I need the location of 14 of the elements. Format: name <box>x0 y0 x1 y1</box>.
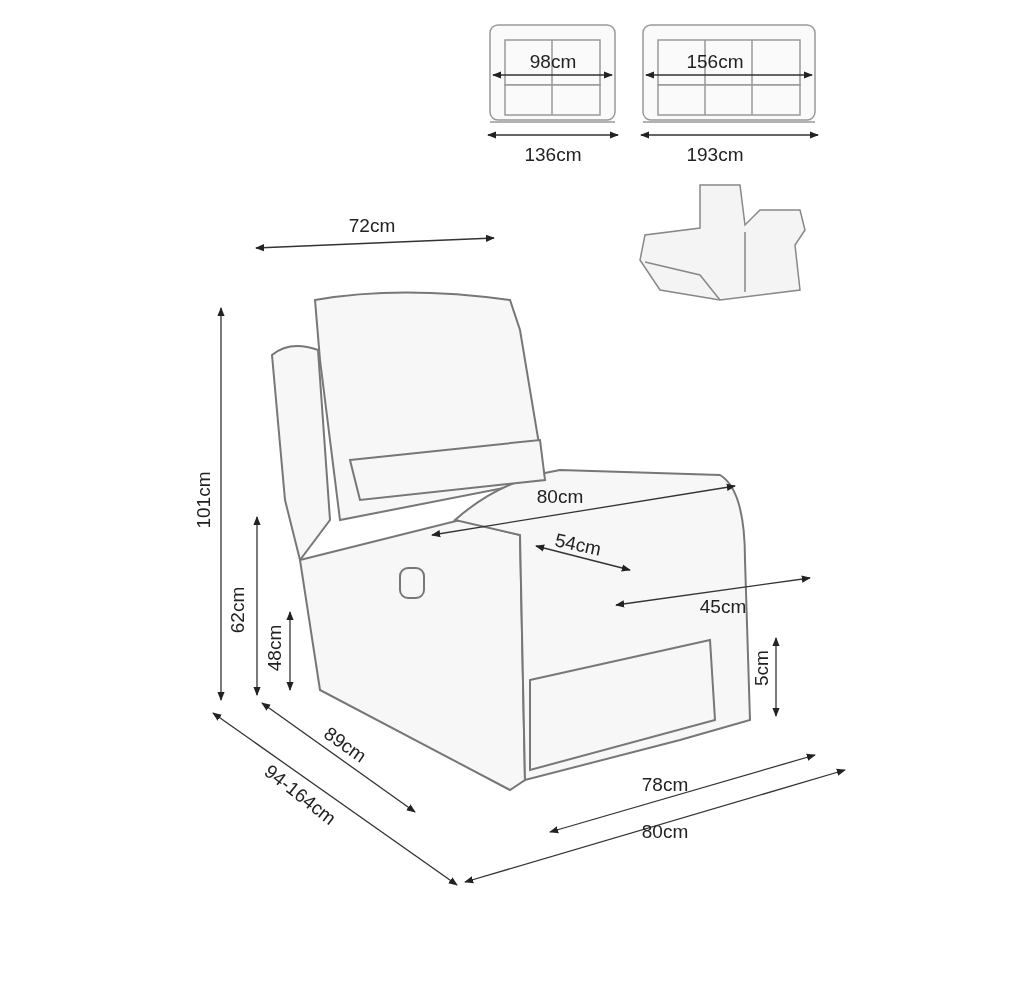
dimension-label: 72cm <box>348 215 396 237</box>
dimension-label: 54cm <box>553 529 603 561</box>
dimension-label: 98cm <box>529 51 577 73</box>
dimension-label: 80cm <box>641 821 689 843</box>
dimension-label: 48cm <box>264 624 286 672</box>
dimension-label: 78cm <box>641 774 689 796</box>
dimension-label: 101cm <box>193 471 215 529</box>
dimension-label: 193cm <box>686 144 744 166</box>
dimension-label: 5cm <box>751 650 773 686</box>
dimension-label: 45cm <box>699 596 747 618</box>
dimension-label: 156cm <box>686 51 744 73</box>
dimension-label: 62cm <box>227 586 249 634</box>
dimension-label: 80cm <box>536 486 584 508</box>
dimension-label: 136cm <box>524 144 582 166</box>
